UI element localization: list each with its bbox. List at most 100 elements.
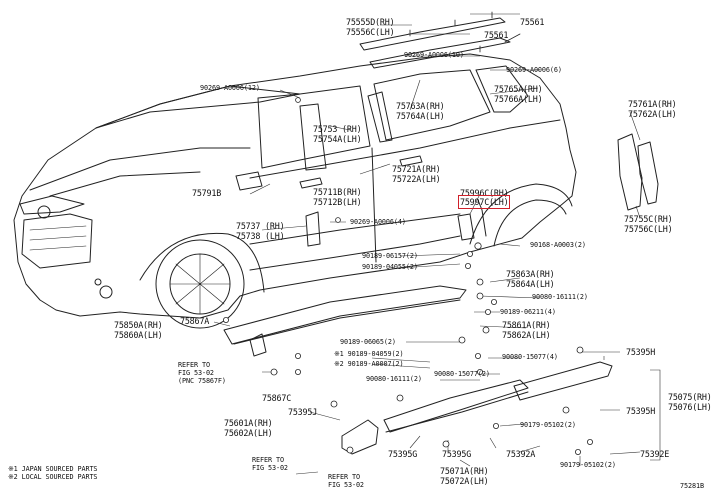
- headlight: [19, 195, 85, 215]
- label-75395h-top: 75395H: [626, 347, 656, 357]
- rear-window: [373, 69, 491, 141]
- label-90269-12: 90269-A0006(12): [200, 84, 260, 92]
- label-90189-04059: ※1 90189-04059(2): [334, 350, 404, 358]
- label-75765a: 75765A(RH) 75766A(LH): [494, 84, 543, 104]
- label-90269-6: 90269-A0006(6): [506, 66, 562, 74]
- figure-number: 75281B: [680, 482, 704, 490]
- pillar-garnish-a: [299, 103, 327, 171]
- label-75997c-highlighted[interactable]: 75997C(LH): [457, 195, 511, 209]
- door-protector-75075: [513, 361, 613, 401]
- label-line: 75764A(LH): [396, 111, 445, 121]
- garnish-75867c: [249, 333, 267, 357]
- label-line: 75722A(LH): [392, 174, 441, 184]
- label-line: 75763A(RH): [396, 101, 445, 111]
- label-90189-06065: 90189-06065(2): [340, 338, 396, 346]
- label-90189-06157: 90189-06157(2): [362, 252, 418, 260]
- hood-crease: [49, 171, 201, 197]
- roof-rail-b: [369, 37, 511, 69]
- rear-wheel: [493, 199, 567, 247]
- label-line: 75863A(RH): [506, 269, 555, 279]
- note-local-sourced: ※2 LOCAL SOURCED PARTS: [8, 473, 98, 481]
- label-75753: 75753 (RH) 75754A(LH): [313, 124, 362, 144]
- rear-wheel-arch: [469, 183, 573, 245]
- label-line: 75753 (RH): [313, 124, 362, 134]
- emblem: [37, 205, 51, 219]
- label-line: 75860A(LH): [114, 330, 163, 340]
- refer-line: REFER TO: [328, 473, 360, 481]
- label-90179-05102-a: 90179-05102(2): [520, 421, 576, 429]
- label-90189-04055: 90189-04055(2): [362, 263, 418, 271]
- side-mirror: [235, 171, 263, 191]
- label-line: 75864A(LH): [506, 279, 555, 289]
- label-90189-a0007: ※2 90189-A0007(2): [334, 360, 404, 368]
- front-wheel-arch: [139, 232, 265, 293]
- label-75392a: 75392A: [506, 449, 536, 459]
- label-line: 75738 (LH): [236, 231, 285, 241]
- label-75761a: 75761A(RH) 75762A(LH): [628, 99, 677, 119]
- label-75071a: 75071A(RH) 75072A(LH): [440, 466, 489, 486]
- roof-rail: [359, 17, 506, 51]
- label-75763a: 75763A(RH) 75764A(LH): [396, 101, 445, 121]
- label-75395g-a: 75395G: [388, 449, 418, 459]
- refer-callout-1[interactable]: REFER TO FIG 53-02 (PNC 75867F): [178, 361, 226, 385]
- rear-garnish-75761: [617, 133, 643, 211]
- label-line: 75601A(RH): [224, 418, 273, 428]
- quarter-window: [475, 65, 529, 113]
- label-line: 75712B(LH): [313, 197, 362, 207]
- label-line: 75071A(RH): [440, 466, 489, 476]
- label-90080-16111: 90080-16111(2): [532, 293, 588, 301]
- label-line: 75762A(LH): [628, 109, 677, 119]
- label-75867c: 75867C: [262, 393, 292, 403]
- rocker-moulding-75850b: [233, 299, 461, 345]
- rocker-moulding-75850: [223, 285, 467, 345]
- pillar-garnish-b: [367, 91, 393, 143]
- refer-line: FIG 53-02: [178, 369, 214, 377]
- label-90269-10: 90269-A0006(10): [404, 51, 464, 59]
- label-line: 75754A(LH): [313, 134, 362, 144]
- label-75561-mid: 75561: [484, 30, 509, 40]
- label-75395g-b: 75395G: [442, 449, 472, 459]
- door-lower-line: [249, 213, 461, 245]
- label-75791b: 75791B: [192, 188, 222, 198]
- label-75601a: 75601A(RH) 75602A(LH): [224, 418, 273, 438]
- refer-line: REFER TO: [252, 456, 284, 464]
- flare-75996: [457, 213, 475, 241]
- label-75721a: 75721A(RH) 75722A(LH): [392, 164, 441, 184]
- label-90179-05102-b: 90179-05102(2): [560, 461, 616, 469]
- label-75861a: 75861A(RH) 75862A(LH): [502, 320, 551, 340]
- label-line: 75602A(LH): [224, 428, 273, 438]
- source-notes: ※1 JAPAN SOURCED PARTS ※2 LOCAL SOURCED …: [8, 465, 98, 481]
- hood-line: [29, 147, 251, 191]
- label-90080-15077-4: 90080-15077(4): [502, 353, 558, 361]
- label-75555d: 75555D(RH) 75556C(LH): [346, 17, 395, 37]
- label-75867a: 75867A: [180, 316, 210, 326]
- label-line: 75756C(LH): [624, 224, 673, 234]
- rear-garnish-inner: [637, 141, 659, 205]
- windshield: [95, 85, 301, 129]
- label-75996c: 75996C(RH): [460, 188, 509, 198]
- refer-line: (PNC 75867F): [178, 377, 226, 385]
- refer-callout-3[interactable]: REFER TO FIG 53-02: [328, 473, 364, 489]
- label-75863a: 75863A(RH) 75864A(LH): [506, 269, 555, 289]
- label-75755c: 75755C(RH) 75756C(LH): [624, 214, 673, 234]
- refer-line: REFER TO: [178, 361, 210, 369]
- front-garnish-75601: [341, 419, 379, 455]
- fog-lamp: [99, 285, 113, 299]
- label-line: 75556C(LH): [346, 27, 395, 37]
- label-line: 75737 (RH): [236, 221, 285, 231]
- label-line: 75862A(LH): [502, 330, 551, 340]
- refer-line: FIG 53-02: [328, 481, 364, 489]
- label-90189-06211: 90189-06211(4): [500, 308, 556, 316]
- label-75392e: 75392E: [640, 449, 670, 459]
- label-line: 75850A(RH): [114, 320, 163, 330]
- door-protector-75071: [383, 379, 529, 433]
- label-line: 75076(LH): [668, 402, 712, 412]
- label-line: 75555D(RH): [346, 17, 395, 27]
- refer-callout-2[interactable]: REFER TO FIG 53-02: [252, 456, 288, 472]
- refer-line: FIG 53-02: [252, 464, 288, 472]
- label-line: 75755C(RH): [624, 214, 673, 224]
- rocker-line: [249, 235, 461, 271]
- label-line: 75075(RH): [668, 392, 712, 402]
